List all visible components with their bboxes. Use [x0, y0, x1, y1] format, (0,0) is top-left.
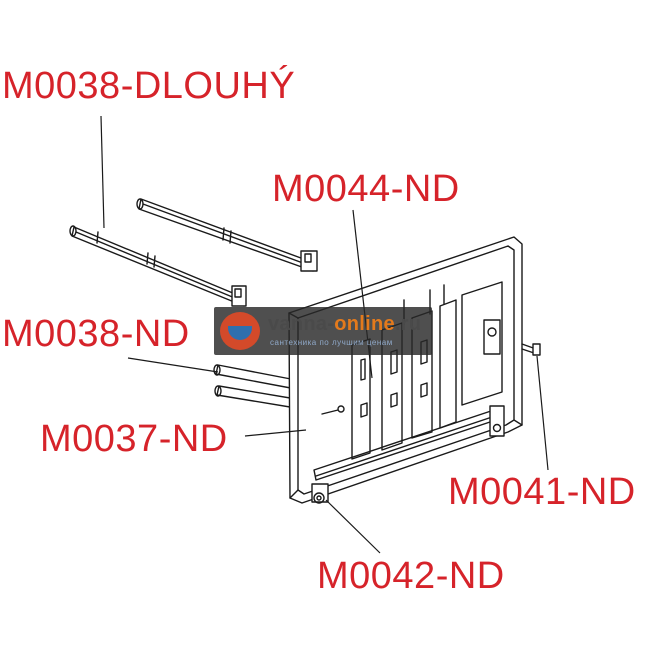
watermark-subtitle: сантехника по лучшим ценам: [270, 338, 393, 347]
label-m0038-nd: M0038-ND: [2, 313, 190, 355]
frame: [288, 236, 523, 504]
screw-m0041: [521, 343, 541, 356]
watermark-badge: vanna-online.ru сантехника по лучшим цен…: [214, 307, 432, 355]
label-m0042-nd: M0042-ND: [317, 555, 505, 597]
short-rods: [213, 364, 297, 409]
leader-lines: [100, 115, 549, 554]
label-m0037-nd: M0037-ND: [40, 418, 228, 460]
label-m0041-nd: M0041-ND: [448, 471, 636, 513]
long-rod-back: [136, 198, 318, 272]
frog-logo-icon: [220, 312, 260, 350]
long-rod-front: [69, 225, 247, 307]
watermark-title: vanna-online.ru: [268, 313, 422, 335]
label-m0038-dlouhy: M0038-DLOUHÝ: [2, 65, 296, 107]
label-m0044-nd: M0044-ND: [272, 168, 460, 210]
